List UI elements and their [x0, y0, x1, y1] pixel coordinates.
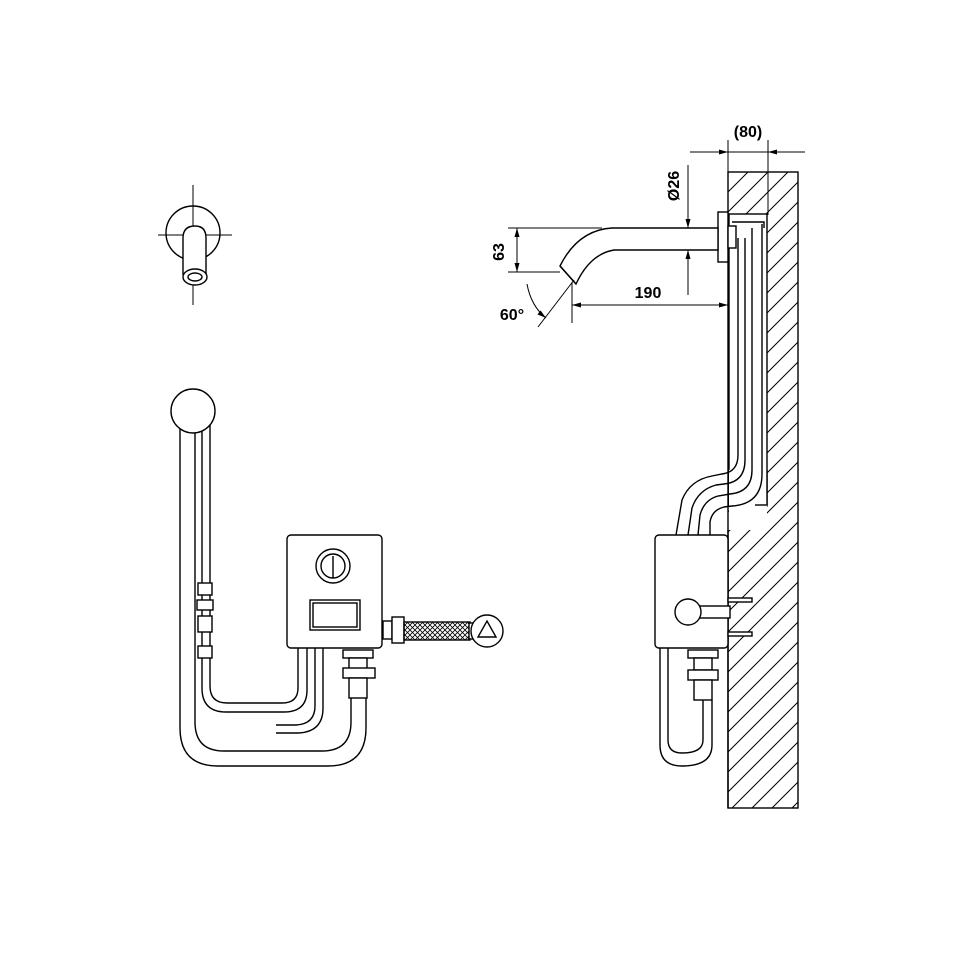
- supply-loop-outer: [659, 648, 713, 767]
- cable-inner: [209, 420, 299, 704]
- wall-flange: [717, 211, 729, 263]
- solenoid-valve-arms-side: [687, 669, 719, 681]
- cable-outer: [201, 420, 308, 713]
- dim-label-wall-offset: (80): [734, 124, 762, 141]
- spout-outlet-inner: [187, 272, 203, 282]
- control-knob: [315, 548, 351, 584]
- front-view-spout: [158, 185, 232, 305]
- spout-outlet: [182, 268, 208, 286]
- solenoid-valve-top-side: [687, 649, 719, 659]
- angle-arc: [526, 283, 547, 319]
- control-box-side: [654, 534, 729, 649]
- dim-label-angle: 60°: [500, 307, 524, 324]
- stop-valve: [470, 614, 504, 648]
- spout-body-front: [182, 225, 207, 275]
- outer-pipe-inner: [697, 228, 753, 536]
- cable-fitting: [197, 582, 213, 596]
- solenoid-valve-body-side: [693, 657, 713, 671]
- solenoid-valve-outlet: [348, 677, 368, 699]
- solenoid-valve-arms: [342, 667, 376, 679]
- solenoid-valve-outlet-side: [693, 679, 713, 701]
- braided-hose: [403, 621, 471, 641]
- mounting-pin: [727, 631, 753, 637]
- side-elevation: [559, 171, 799, 809]
- solenoid-valve-top: [342, 649, 374, 659]
- outer-pipe-outer: [709, 224, 763, 535]
- hose-outer: [179, 420, 367, 767]
- angle-line: [537, 279, 575, 328]
- cable-fitting: [197, 615, 213, 633]
- hose-inner: [194, 420, 352, 752]
- display-panel-inner: [312, 602, 358, 628]
- control-box: [286, 534, 383, 649]
- display-panel: [309, 599, 361, 631]
- spout-head-top: [170, 388, 216, 434]
- cable-fitting: [197, 645, 213, 659]
- lead-outer: [276, 648, 324, 734]
- flange-connector: [727, 225, 737, 249]
- dimension-annotations: (80) Ø26 63 190 60°: [491, 124, 805, 328]
- dim-label-height: 63: [491, 243, 508, 261]
- lead-inner: [276, 648, 316, 726]
- valve-symbol-triangle: [476, 619, 498, 638]
- dim-label-length: 190: [635, 285, 662, 302]
- installation-view: [170, 388, 504, 767]
- channel-pipe-bend: [732, 221, 765, 228]
- connector-nut: [382, 620, 393, 640]
- supply-loop-inner: [667, 648, 704, 754]
- wall-channel: [728, 213, 768, 507]
- dim-label-diameter: Ø26: [666, 171, 683, 201]
- inner-pipe-outer: [675, 238, 739, 536]
- cable-fitting: [196, 599, 214, 611]
- connector-thread: [391, 616, 405, 644]
- spout-arm: [559, 227, 719, 286]
- inner-pipe-inner: [687, 238, 746, 536]
- control-knob-side: [674, 598, 702, 626]
- mounting-pin: [727, 597, 753, 603]
